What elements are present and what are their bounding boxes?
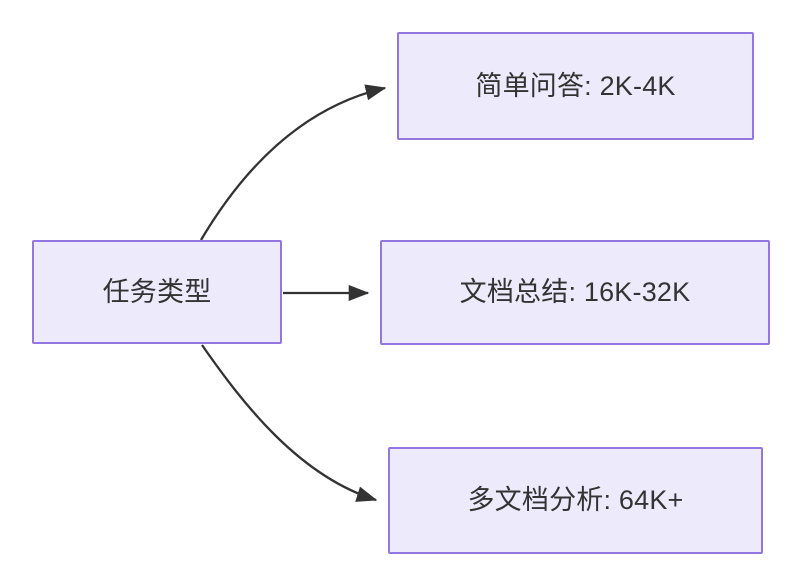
node-doc-summary-label: 文档总结: 16K-32K — [459, 277, 691, 308]
edge-root-to-multi-doc — [201, 344, 378, 502]
node-multi-doc-label: 多文档分析: 64K+ — [467, 485, 684, 516]
node-task-type[interactable]: 任务类型 — [32, 240, 282, 344]
edge-root-to-simple-qa — [200, 84, 387, 241]
node-doc-summary[interactable]: 文档总结: 16K-32K — [380, 240, 770, 345]
node-multi-doc[interactable]: 多文档分析: 64K+ — [388, 447, 763, 554]
node-task-type-label: 任务类型 — [102, 276, 212, 307]
node-simple-qa[interactable]: 简单问答: 2K-4K — [397, 32, 754, 140]
node-simple-qa-label: 简单问答: 2K-4K — [475, 70, 676, 101]
